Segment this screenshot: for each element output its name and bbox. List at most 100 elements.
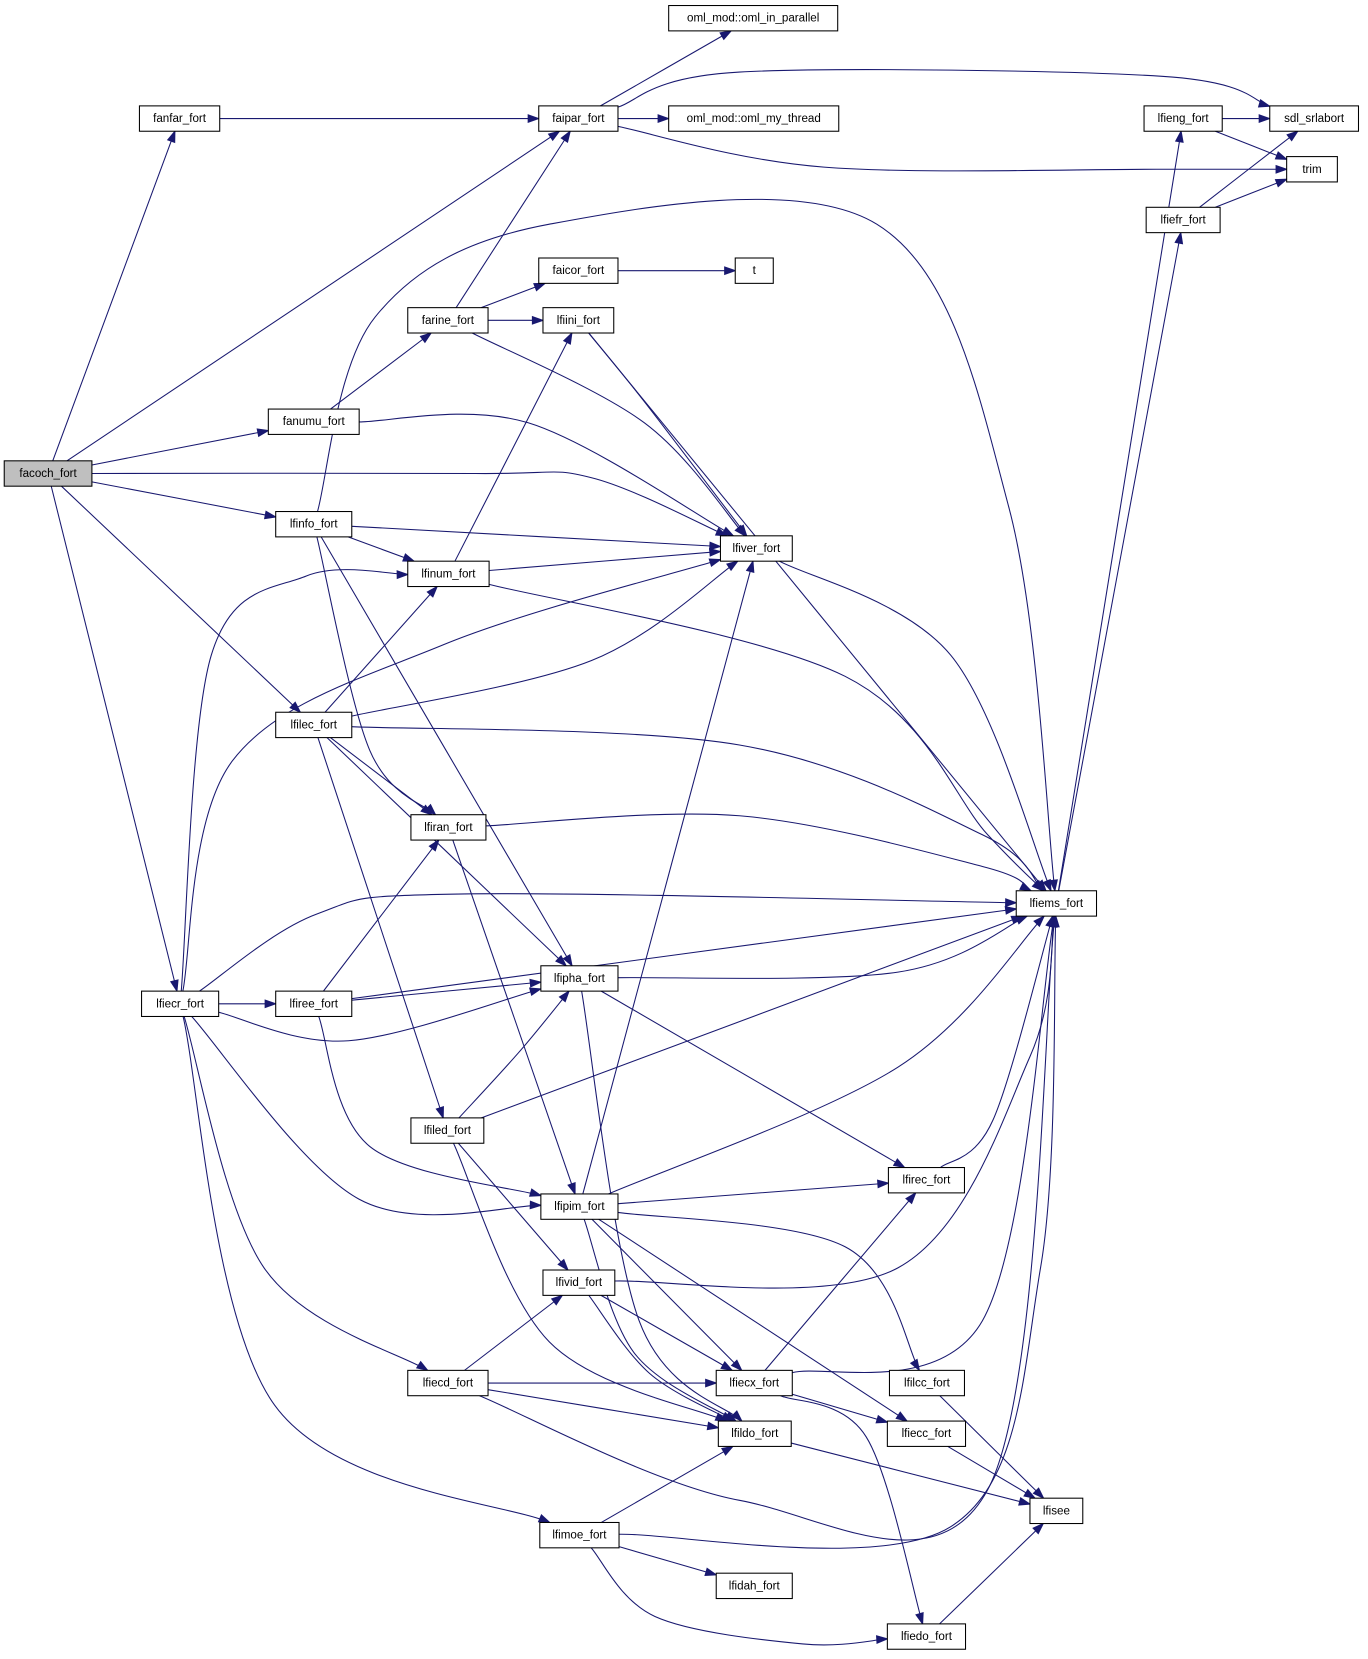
- arrowhead-icon: [529, 978, 543, 988]
- node-label: lfiecx_fort: [729, 1377, 779, 1390]
- node-label: lfiled_fort: [424, 1124, 472, 1137]
- node-label: lfildo_fort: [731, 1427, 779, 1440]
- graph-node-lfiedo_fort[interactable]: lfiedo_fort: [886, 1623, 967, 1650]
- node-box: [141, 990, 220, 1018]
- node-box: [539, 1521, 620, 1549]
- edge-line: [351, 560, 739, 717]
- call-edge-lfiled_fort-to-lfiems_fort: [481, 915, 1024, 1119]
- arrowhead-icon: [720, 1360, 734, 1372]
- arrowhead-icon: [1174, 231, 1184, 245]
- edge-line: [323, 839, 440, 992]
- node-box: [275, 990, 353, 1018]
- arrowhead-icon: [705, 1378, 718, 1388]
- call-edge-fanfar_fort-to-faipar_fort: [219, 114, 541, 124]
- graph-node-fanumu_fort[interactable]: fanumu_fort: [267, 408, 360, 435]
- graph-node-lfiini_fort[interactable]: lfiini_fort: [542, 307, 615, 334]
- call-edge-lfilec_fort-to-lfiran_fort: [330, 737, 434, 816]
- edge-line: [791, 1442, 1031, 1505]
- node-label: lfirec_fort: [903, 1174, 952, 1187]
- call-edge-lfiecx_fort-to-lfiems_fort: [792, 914, 1057, 1374]
- call-edge-lfilec_fort-to-lfiems_fort: [351, 726, 1044, 892]
- graph-node-faipar_fort[interactable]: faipar_fort: [538, 105, 619, 132]
- node-label: farine_fort: [422, 314, 475, 327]
- graph-node-lfiecc_fort[interactable]: lfiecc_fort: [886, 1420, 967, 1447]
- call-edge-facoch_fort-to-faipar_fort: [66, 130, 561, 462]
- arrowhead-icon: [402, 553, 416, 562]
- node-label: sdl_srlabort: [1284, 112, 1345, 125]
- arrowhead-icon: [915, 1611, 924, 1626]
- call-edge-lfilcc_fort-to-lfisee: [939, 1395, 1045, 1500]
- node-label: lfiecc_fort: [902, 1427, 952, 1440]
- node-label: lfivid_fort: [556, 1276, 603, 1289]
- graph-node-oml_my_thread[interactable]: oml_mod::oml_my_thread: [668, 105, 840, 132]
- graph-node-farine_fort[interactable]: farine_fort: [407, 307, 489, 334]
- graph-node-lfildo_fort[interactable]: lfildo_fort: [717, 1420, 792, 1447]
- call-edge-lfinfo_fort-to-lfiver_fort: [351, 525, 723, 551]
- graph-node-lfipha_fort[interactable]: lfipha_fort: [540, 965, 619, 992]
- graph-node-lfiled_fort[interactable]: lfiled_fort: [410, 1117, 485, 1144]
- call-edge-lfiecc_fort-to-lfisee: [947, 1445, 1037, 1499]
- call-edge-lfimoe_fort-to-lfildo_fort: [601, 1445, 735, 1523]
- call-edge-lfipim_fort-to-lfiecx_fort: [591, 1218, 743, 1372]
- graph-node-lfisee[interactable]: lfisee: [1029, 1497, 1084, 1525]
- arrowhead-icon: [562, 331, 573, 345]
- graph-node-lfilec_fort[interactable]: lfilec_fort: [275, 711, 353, 739]
- arrowhead-icon: [557, 1258, 569, 1272]
- node-label: fanumu_fort: [283, 415, 346, 428]
- graph-node-lfiree_fort[interactable]: lfiree_fort: [275, 990, 353, 1018]
- call-edge-lfipim_fort-to-lfiems_fort: [608, 914, 1046, 1195]
- graph-node-lfiecd_fort[interactable]: lfiecd_fort: [407, 1369, 489, 1397]
- graph-node-lfivid_fort[interactable]: lfivid_fort: [542, 1269, 616, 1296]
- graph-node-trim[interactable]: trim: [1286, 156, 1338, 183]
- graph-node-lfiems_fort[interactable]: lfiems_fort: [1015, 890, 1098, 917]
- call-edge-farine_fort-to-lfiini_fort: [488, 315, 545, 325]
- arrowhead-icon: [706, 1421, 720, 1431]
- node-box: [668, 105, 840, 132]
- arrowhead-icon: [560, 129, 572, 143]
- graph-node-lfiran_fort[interactable]: lfiran_fort: [410, 814, 487, 841]
- graph-node-lfiecx_fort[interactable]: lfiecx_fort: [715, 1369, 793, 1397]
- call-edge-facoch_fort-to-lfiecr_fort: [50, 486, 179, 993]
- edge-line: [182, 559, 721, 992]
- graph-node-lfiver_fort[interactable]: lfiver_fort: [719, 535, 793, 562]
- graph-node-lfirec_fort[interactable]: lfirec_fort: [887, 1167, 965, 1194]
- edge-line: [583, 1219, 737, 1422]
- call-edge-lfieng_fort-to-trim: [1215, 130, 1289, 160]
- graph-node-lfilcc_fort[interactable]: lfilcc_fort: [888, 1369, 965, 1397]
- call-edge-lfiled_fort-to-lfivid_fort: [457, 1142, 569, 1272]
- graph-node-lfidah_fort[interactable]: lfidah_fort: [715, 1572, 793, 1600]
- graph-node-lfipim_fort[interactable]: lfipim_fort: [540, 1193, 619, 1220]
- arrowhead-icon: [435, 1105, 444, 1120]
- graph-node-lfiefr_fort[interactable]: lfiefr_fort: [1145, 206, 1221, 234]
- graph-node-facoch_fort[interactable]: facoch_fort: [3, 460, 93, 487]
- arrowhead-icon: [1274, 178, 1289, 188]
- graph-node-lfinfo_fort[interactable]: lfinfo_fort: [275, 511, 353, 538]
- graph-node-lfimoe_fort[interactable]: lfimoe_fort: [539, 1521, 620, 1549]
- node-box: [542, 1269, 616, 1296]
- call-edge-fanumu_fort-to-lfiver_fort: [359, 413, 735, 537]
- arrowhead-icon: [905, 1191, 917, 1205]
- graph-node-lfieng_fort[interactable]: lfieng_fort: [1143, 105, 1223, 132]
- edge-line: [600, 990, 905, 1168]
- edge-line: [1215, 178, 1287, 208]
- call-edge-lfiree_fort-to-lfiran_fort: [323, 838, 440, 992]
- arrowhead-icon: [1049, 879, 1058, 893]
- node-box: [3, 460, 93, 487]
- graph-node-lfiecr_fort[interactable]: lfiecr_fort: [141, 990, 220, 1018]
- graph-node-lfinum_fort[interactable]: lfinum_fort: [407, 560, 490, 588]
- node-box: [668, 5, 839, 32]
- graph-node-t[interactable]: t: [734, 257, 774, 284]
- graph-node-sdl_srlabort[interactable]: sdl_srlabort: [1269, 105, 1360, 132]
- call-edge-faipar_fort-to-sdl_srlabort: [617, 69, 1272, 108]
- edge-line: [191, 1016, 541, 1216]
- arrowhead-icon: [527, 114, 541, 124]
- call-edge-lfipim_fort-to-lfiecc_fort: [598, 1218, 909, 1422]
- node-box: [1145, 206, 1221, 234]
- arrowhead-icon: [533, 282, 547, 292]
- node-box: [887, 1167, 965, 1194]
- graph-node-oml_in_parallel[interactable]: oml_mod::oml_in_parallel: [668, 5, 839, 32]
- graph-node-faicor_fort[interactable]: faicor_fort: [538, 257, 619, 284]
- graph-node-fanfar_fort[interactable]: fanfar_fort: [138, 105, 221, 132]
- edge-line: [608, 915, 1045, 1195]
- node-box: [715, 1572, 793, 1600]
